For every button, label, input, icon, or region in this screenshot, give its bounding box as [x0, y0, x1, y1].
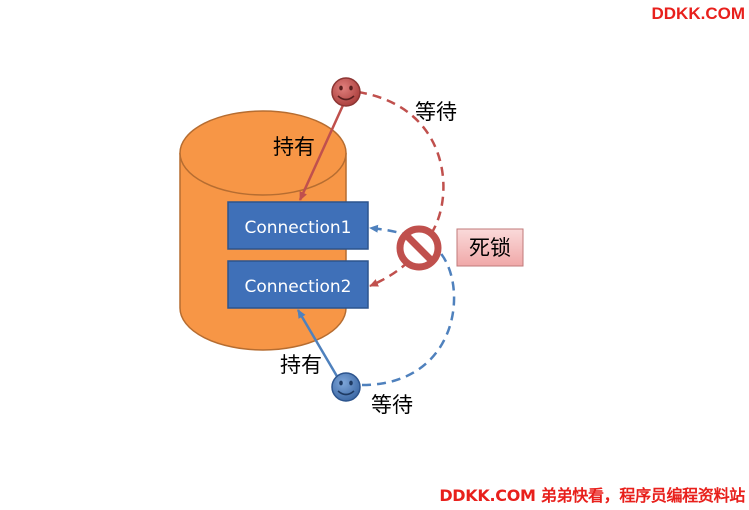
deadlock-label-box: 死锁: [456, 228, 524, 267]
connection1-label: Connection1: [244, 218, 351, 238]
blue-actor-smiley-icon: [331, 372, 361, 402]
blue-hold-arrow: [296, 309, 340, 379]
connection2-box[interactable]: Connection2: [227, 260, 369, 309]
prohibited-icon: [396, 225, 442, 271]
hold-label-top: 持有: [273, 135, 315, 159]
watermark-top: DDKK.COM: [651, 4, 746, 23]
red-wait-arrow: [357, 90, 445, 288]
blue-wait-arrow: [361, 224, 456, 387]
connection2-label: Connection2: [244, 277, 351, 297]
deadlock-label: 死锁: [469, 236, 511, 260]
red-hold-arrow: [298, 102, 346, 201]
red-actor-smiley-icon: [331, 77, 361, 107]
wait-label-top: 等待: [415, 100, 457, 124]
wait-label-bottom: 等待: [371, 393, 413, 417]
hold-label-bottom: 持有: [280, 353, 322, 377]
connection1-box[interactable]: Connection1: [227, 201, 369, 250]
watermark-bottom: DDKK.COM 弟弟快看，程序员编程资料站: [439, 486, 745, 505]
